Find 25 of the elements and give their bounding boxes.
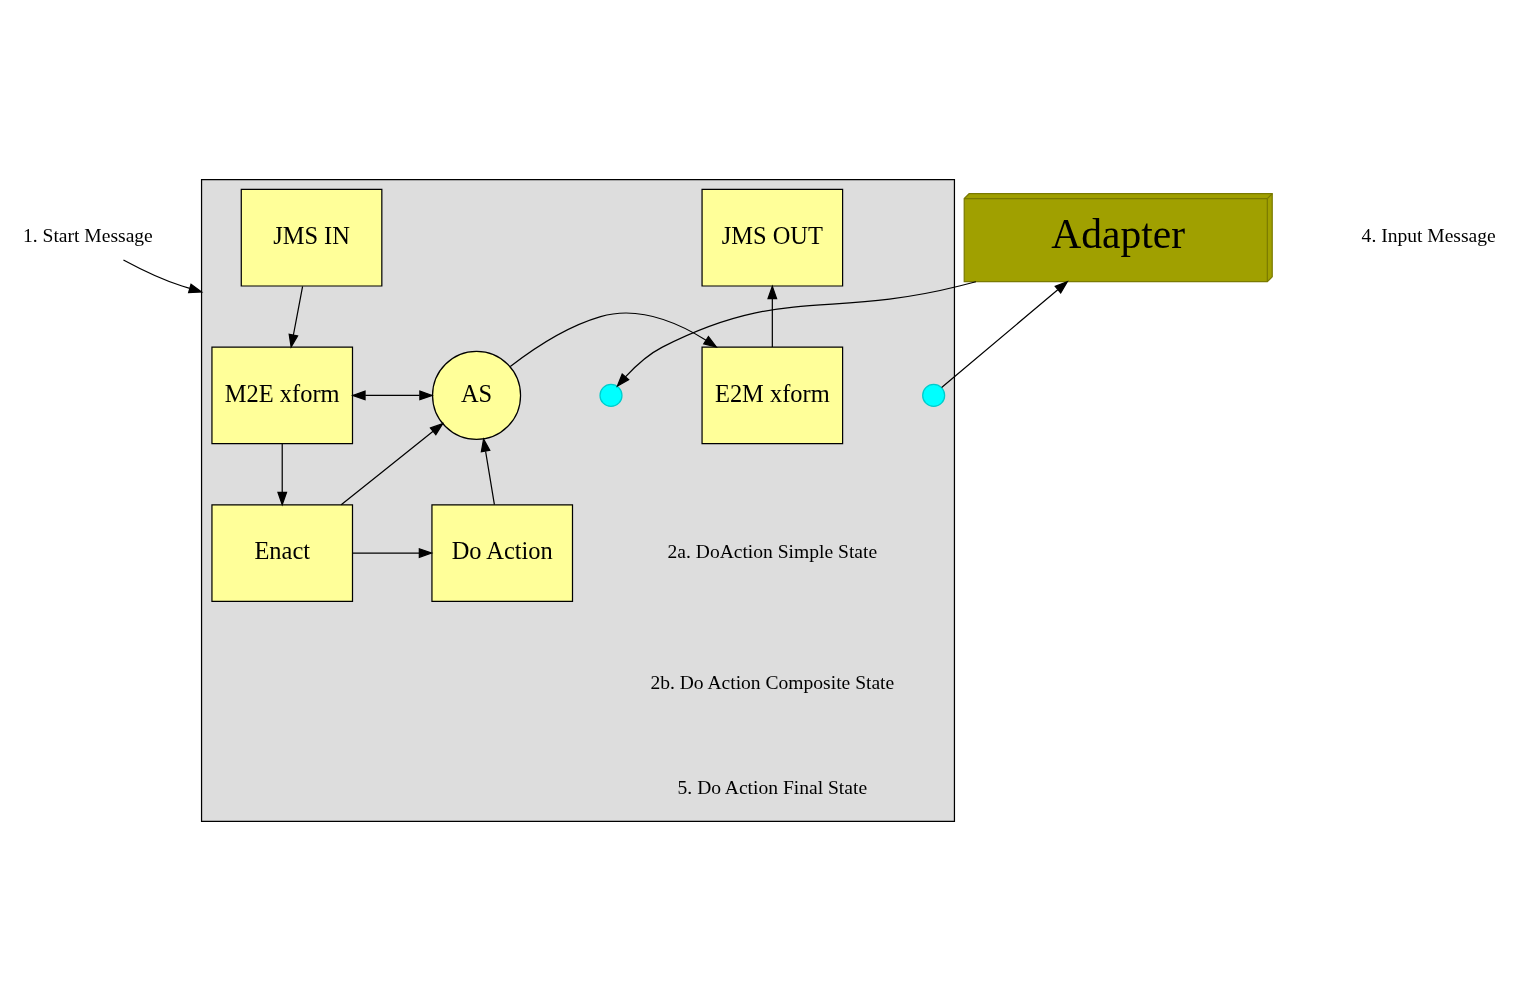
- arrow: [340, 422, 445, 506]
- arrow: [767, 284, 778, 348]
- arrow: [616, 281, 977, 388]
- node-circle: [599, 383, 623, 407]
- arrow: [352, 547, 434, 559]
- label: 2b. Do Action Composite State: [650, 672, 895, 694]
- node-box: M2E xform: [211, 346, 354, 445]
- arrow: [509, 312, 718, 368]
- node-box: Enact: [211, 504, 354, 602]
- node-box: JMS OUT: [701, 188, 844, 287]
- node-text: 1. Start Message: [23, 225, 153, 247]
- node-box: Do Action: [431, 504, 574, 602]
- arrow: [277, 443, 288, 507]
- node-box: JMS IN: [240, 188, 383, 287]
- node-circle: [922, 383, 946, 407]
- label: 2a. DoAction Simple State: [667, 540, 878, 562]
- arrow: [288, 285, 304, 349]
- label: 4. Input Message: [1361, 225, 1496, 247]
- cluster: [200, 179, 956, 822]
- arrow: [941, 280, 1069, 389]
- node-box: E2M xform: [701, 346, 844, 445]
- arrow: [480, 437, 495, 506]
- arrow: [350, 390, 434, 401]
- label: 5. Do Action Final State: [677, 777, 868, 799]
- arrow: [122, 259, 204, 294]
